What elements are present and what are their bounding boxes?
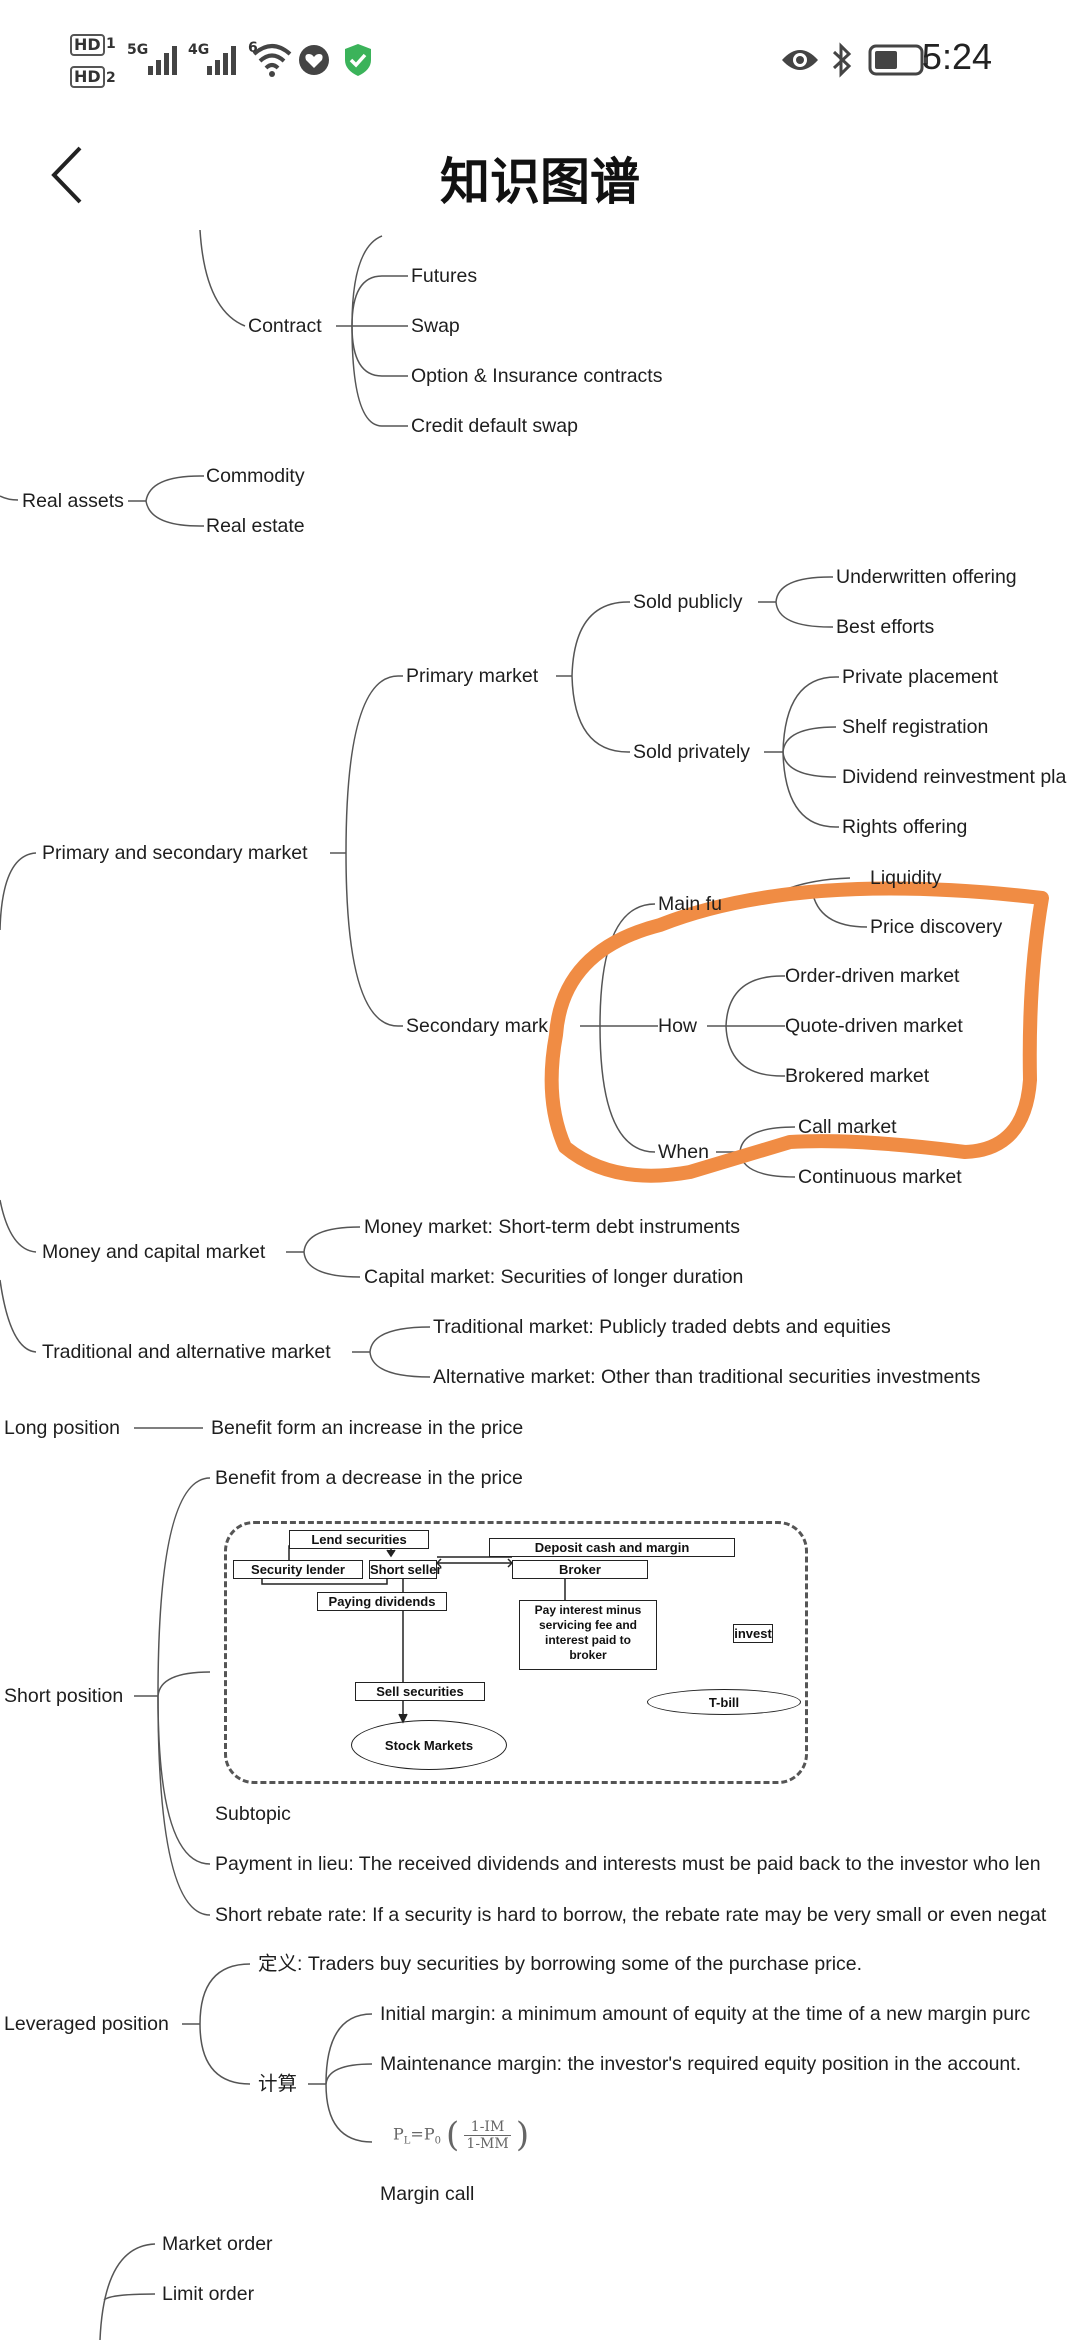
node-secondary-market: Secondary mark [406, 1015, 548, 1037]
node-definition: 定义: Traders buy securities by borrowing … [258, 1953, 863, 1975]
node-traditional-market: Traditional market: Publicly traded debt… [433, 1316, 891, 1338]
node-shelf-registration: Shelf registration [842, 716, 989, 738]
wifi-index: 6 [248, 40, 258, 56]
node-maintenance-margin: Maintenance margin: the investor's requi… [380, 2053, 1022, 2075]
signal-icon-2 [207, 46, 236, 75]
node-market-order: Market order [162, 2233, 273, 2255]
diagram-lend-securities: Lend securities [289, 1530, 429, 1549]
sim2-index: 2 [106, 70, 116, 86]
node-order-driven: Order-driven market [785, 965, 960, 987]
node-when: When [658, 1141, 709, 1163]
network-5g-label: 5G [127, 42, 149, 58]
formula-eq: =P [410, 2124, 435, 2144]
sim1-index: 1 [106, 36, 116, 52]
formula-p0-sub: 0 [434, 2135, 441, 2147]
node-brokered: Brokered market [785, 1065, 930, 1087]
network-4g-label: 4G [188, 42, 210, 58]
node-limit-order: Limit order [162, 2283, 255, 2305]
node-sold-privately: Sold privately [633, 741, 751, 763]
heart-shield-icon [299, 45, 329, 75]
diagram-deposit-cash: Deposit cash and margin [489, 1538, 735, 1557]
formula-lhs: P [393, 2124, 404, 2144]
node-long-benefit: Benefit form an increase in the price [211, 1417, 524, 1439]
node-call-market: Call market [798, 1116, 897, 1138]
hd1-badge: HD [70, 34, 105, 56]
node-contract: Contract [248, 315, 322, 337]
node-best-efforts: Best efforts [836, 616, 935, 638]
node-cds: Credit default swap [411, 415, 578, 437]
diagram-paying-dividends: Paying dividends [317, 1592, 447, 1611]
hd2-badge: HD [70, 66, 105, 88]
status-bar: HD 1 HD 2 5G 4G 6 5:24 [0, 0, 1080, 120]
node-real-assets: Real assets [22, 490, 124, 512]
clock: 5:24 [921, 36, 992, 77]
diagram-invest: invest [733, 1624, 773, 1643]
formula-numerator: 1-IM [464, 2119, 511, 2136]
bluetooth-icon [832, 42, 852, 78]
node-continuous-market: Continuous market [798, 1166, 962, 1188]
node-money-market: Money market: Short-term debt instrument… [364, 1216, 741, 1238]
diagram-broker: Broker [512, 1560, 648, 1579]
wifi-icon [252, 44, 292, 77]
security-shield-icon [345, 44, 371, 76]
node-money-capital: Money and capital market [42, 1241, 266, 1263]
node-primary-secondary: Primary and secondary market [42, 842, 308, 864]
eye-icon [782, 50, 818, 70]
node-rights-offering: Rights offering [842, 816, 968, 838]
short-selling-diagram: Lend securities Deposit cash and margin … [224, 1521, 808, 1784]
page-title: 知识图谱 [440, 153, 640, 211]
node-swap: Swap [411, 315, 460, 337]
diagram-sell-securities: Sell securities [355, 1682, 485, 1701]
node-option: Option & Insurance contracts [411, 365, 663, 387]
node-trad-alt: Traditional and alternative market [42, 1341, 331, 1363]
node-short-position: Short position [4, 1685, 124, 1707]
node-dividend-reinvestment: Dividend reinvestment pla [842, 766, 1067, 788]
node-underwritten: Underwritten offering [836, 566, 1017, 588]
app-header: 知识图谱 [0, 120, 1080, 230]
node-sold-publicly: Sold publicly [633, 591, 743, 613]
node-main-function: Main fu [658, 893, 722, 915]
node-real-estate: Real estate [206, 515, 305, 537]
signal-icon [148, 46, 177, 75]
node-futures: Futures [411, 265, 478, 287]
node-initial-margin: Initial margin: a minimum amount of equi… [380, 2003, 1031, 2025]
node-how: How [658, 1015, 698, 1037]
node-margin-call: Margin call [380, 2183, 475, 2205]
node-price-discovery: Price discovery [870, 916, 1003, 938]
node-commodity: Commodity [206, 465, 305, 487]
formula-denominator: 1-MM [466, 2135, 509, 2152]
diagram-security-lender: Security lender [233, 1560, 363, 1579]
node-short-benefit: Benefit from a decrease in the price [215, 1467, 523, 1489]
node-liquidity: Liquidity [870, 867, 942, 889]
node-alternative-market: Alternative market: Other than tradition… [433, 1366, 981, 1388]
formula-lhs-sub: L [403, 2135, 411, 2147]
node-payment-in-lieu: Payment in lieu: The received dividends … [215, 1853, 1041, 1875]
node-subtopic: Subtopic [215, 1803, 291, 1825]
margin-call-formula: PL=P0 ( 1-IM 1-MM ) [393, 2115, 530, 2155]
node-quote-driven: Quote-driven market [785, 1015, 963, 1037]
diagram-pay-interest: Pay interest minus servicing fee and int… [519, 1600, 657, 1670]
diagram-stock-markets: Stock Markets [351, 1720, 507, 1770]
battery-icon [868, 44, 928, 76]
back-arrow-icon[interactable] [40, 140, 110, 210]
diagram-short-seller: Short seller [369, 1560, 442, 1579]
node-primary-market: Primary market [406, 665, 539, 687]
node-leveraged-position: Leveraged position [4, 2013, 169, 2035]
node-private-placement: Private placement [842, 666, 999, 688]
diagram-tbill: T-bill [647, 1689, 801, 1715]
node-capital-market: Capital market: Securities of longer dur… [364, 1266, 744, 1288]
node-long-position: Long position [4, 1417, 121, 1439]
node-calculation: 计算 [258, 2073, 298, 2095]
node-short-rebate: Short rebate rate: If a security is hard… [215, 1904, 1047, 1926]
